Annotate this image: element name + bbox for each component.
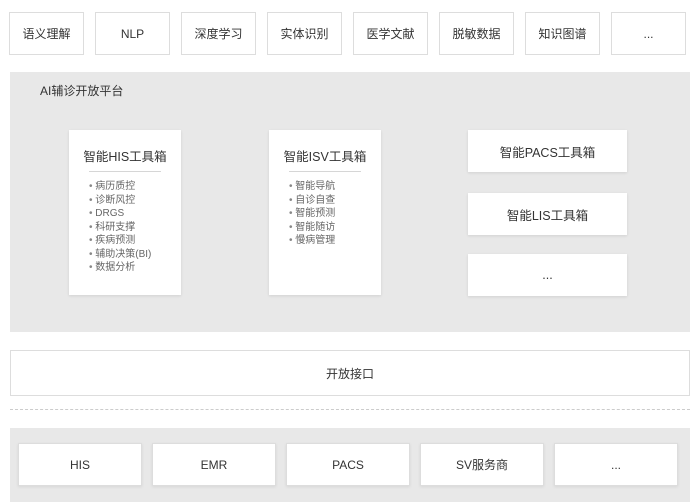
system-his: HIS bbox=[18, 443, 142, 486]
capability-medical-literature: 医学文献 bbox=[353, 12, 428, 55]
list-item: 疾病预测 bbox=[89, 234, 151, 248]
list-item: DRGS bbox=[89, 207, 151, 221]
list-item: 病历质控 bbox=[89, 180, 151, 194]
capability-desensitized-data: 脱敏数据 bbox=[439, 12, 514, 55]
capability-semantic-understanding: 语义理解 bbox=[9, 12, 84, 55]
toolbox-isv-list: 智能导航 自诊自查 智能预测 智能随访 慢病管理 bbox=[289, 180, 335, 248]
toolbox-isv: 智能ISV工具箱 智能导航 自诊自查 智能预测 智能随访 慢病管理 bbox=[269, 130, 381, 295]
toolbox-his-divider bbox=[89, 171, 161, 172]
platform-title: AI辅诊开放平台 bbox=[40, 84, 124, 98]
capability-deep-learning: 深度学习 bbox=[181, 12, 256, 55]
list-item: 数据分析 bbox=[89, 261, 151, 275]
list-item: 科研支撑 bbox=[89, 221, 151, 235]
capability-more: ... bbox=[611, 12, 686, 55]
toolbox-lis: 智能LIS工具箱 bbox=[468, 193, 627, 235]
toolbox-isv-divider bbox=[289, 171, 361, 172]
list-item: 智能导航 bbox=[289, 180, 335, 194]
toolbox-his-title: 智能HIS工具箱 bbox=[83, 150, 167, 164]
list-item: 辅助决策(BI) bbox=[89, 248, 151, 262]
capability-knowledge-graph: 知识图谱 bbox=[525, 12, 600, 55]
system-emr: EMR bbox=[152, 443, 276, 486]
toolbox-isv-title: 智能ISV工具箱 bbox=[283, 150, 367, 164]
dashed-divider bbox=[10, 409, 690, 410]
list-item: 慢病管理 bbox=[289, 234, 335, 248]
system-sv-provider: SV服务商 bbox=[420, 443, 544, 486]
system-more: ... bbox=[554, 443, 678, 486]
system-pacs: PACS bbox=[286, 443, 410, 486]
list-item: 诊断风控 bbox=[89, 194, 151, 208]
open-interface: 开放接口 bbox=[10, 350, 690, 396]
toolbox-pacs: 智能PACS工具箱 bbox=[468, 130, 627, 172]
capability-nlp: NLP bbox=[95, 12, 170, 55]
toolbox-his: 智能HIS工具箱 病历质控 诊断风控 DRGS 科研支撑 疾病预测 辅助决策(B… bbox=[69, 130, 181, 295]
list-item: 智能随访 bbox=[289, 221, 335, 235]
toolbox-more: ... bbox=[468, 254, 627, 296]
list-item: 智能预测 bbox=[289, 207, 335, 221]
toolbox-his-list: 病历质控 诊断风控 DRGS 科研支撑 疾病预测 辅助决策(BI) 数据分析 bbox=[89, 180, 151, 275]
list-item: 自诊自查 bbox=[289, 194, 335, 208]
capability-entity-recognition: 实体识别 bbox=[267, 12, 342, 55]
